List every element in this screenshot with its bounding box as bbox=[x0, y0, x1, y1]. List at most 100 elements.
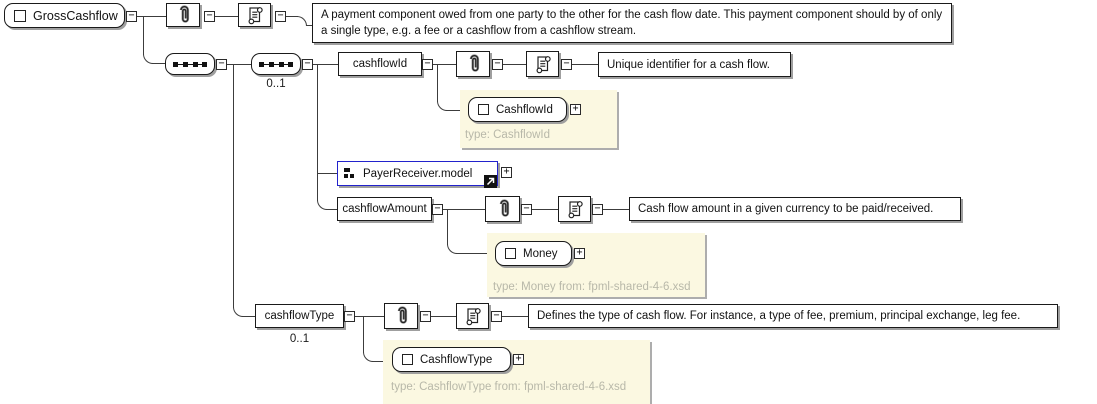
annotation-box[interactable] bbox=[526, 51, 559, 77]
element-label: cashflowId bbox=[352, 58, 408, 70]
connector-line bbox=[603, 209, 629, 210]
type-label: Money bbox=[523, 247, 558, 260]
connector-line bbox=[446, 110, 469, 111]
collapse-toggle[interactable]: − bbox=[126, 11, 137, 22]
type-box-cashflowtype[interactable]: CashflowType bbox=[392, 347, 511, 372]
cashflowid-documentation: Unique identifier for a cash flow. bbox=[598, 52, 791, 77]
cashflowamount-documentation: Cash flow amount in a given currency to … bbox=[629, 197, 961, 221]
element-cashflowid[interactable]: cashflowId bbox=[338, 52, 422, 76]
scroll-icon bbox=[568, 201, 583, 219]
paperclip-icon bbox=[499, 199, 509, 217]
type-box-cashflowid[interactable]: CashflowId bbox=[468, 97, 567, 122]
connector-line bbox=[363, 316, 364, 353]
connector-line bbox=[143, 16, 144, 55]
connector-line bbox=[242, 316, 256, 317]
occurs-label: 0..1 bbox=[266, 78, 286, 90]
blocks-icon bbox=[344, 168, 354, 178]
connector-line bbox=[326, 209, 338, 210]
expand-toggle[interactable]: + bbox=[513, 354, 524, 365]
connector-line bbox=[572, 64, 598, 65]
collapse-toggle[interactable]: − bbox=[275, 11, 286, 22]
type-note: type: CashflowType from: fpml-shared-4-6… bbox=[391, 381, 627, 393]
collapse-toggle[interactable]: − bbox=[216, 59, 227, 70]
connector-line bbox=[532, 209, 558, 210]
connector-line bbox=[286, 16, 298, 17]
connector-line bbox=[431, 316, 456, 317]
collapse-toggle[interactable]: − bbox=[204, 11, 215, 22]
collapse-toggle[interactable]: − bbox=[420, 311, 431, 322]
connector-line bbox=[306, 25, 313, 26]
expand-toggle[interactable]: + bbox=[574, 248, 585, 259]
sequence-dots-icon bbox=[173, 61, 207, 67]
goto-definition-icon[interactable] bbox=[484, 175, 497, 188]
element-icon bbox=[478, 104, 489, 115]
element-icon bbox=[505, 248, 516, 259]
annotation-box[interactable] bbox=[558, 196, 591, 222]
type-label: CashflowId bbox=[496, 103, 553, 116]
documentation-text: A payment component owed from one party … bbox=[321, 9, 943, 37]
collapse-toggle[interactable]: − bbox=[344, 311, 355, 322]
element-label: cashflowType bbox=[264, 310, 335, 322]
collapse-toggle[interactable]: − bbox=[432, 204, 443, 215]
element-icon bbox=[14, 9, 26, 22]
type-note: type: Money from: fpml-shared-4-6.xsd bbox=[493, 281, 691, 293]
documentation-text: Cash flow amount in a given currency to … bbox=[638, 203, 934, 215]
attributes-box[interactable] bbox=[166, 3, 200, 27]
collapse-toggle[interactable]: − bbox=[302, 59, 313, 70]
attributes-box[interactable] bbox=[485, 196, 520, 222]
expand-toggle[interactable]: + bbox=[501, 167, 512, 178]
root-element-label: GrossCashflow bbox=[33, 8, 118, 23]
collapse-toggle[interactable]: − bbox=[521, 204, 532, 215]
connector-line bbox=[443, 209, 485, 210]
connector-line bbox=[313, 64, 339, 65]
root-documentation: A payment component owed from one party … bbox=[312, 3, 952, 43]
occurs-label: 0..1 bbox=[289, 333, 310, 345]
annotation-box[interactable] bbox=[238, 3, 271, 27]
annotation-box[interactable] bbox=[456, 303, 489, 329]
attributes-box[interactable] bbox=[384, 303, 418, 329]
model-group-label: PayerReceiver.model bbox=[363, 167, 473, 180]
paperclip-icon bbox=[397, 306, 408, 324]
expand-toggle[interactable]: + bbox=[570, 104, 581, 115]
paperclip-icon bbox=[469, 54, 480, 72]
connector-line bbox=[447, 209, 448, 245]
scroll-icon bbox=[248, 7, 263, 25]
connector-line bbox=[227, 64, 252, 65]
documentation-text: Unique identifier for a cash flow. bbox=[607, 58, 771, 71]
connector-line bbox=[137, 16, 166, 17]
connector-line bbox=[502, 316, 528, 317]
attributes-box[interactable] bbox=[456, 51, 490, 77]
connector-line bbox=[372, 361, 393, 362]
element-cashflowtype[interactable]: cashflowType bbox=[255, 304, 344, 328]
connector-line bbox=[317, 173, 338, 174]
connector-line bbox=[233, 64, 234, 308]
root-element-box[interactable]: GrossCashflow bbox=[4, 3, 125, 28]
connector-line bbox=[433, 64, 456, 65]
element-icon bbox=[402, 354, 413, 365]
documentation-text: Defines the type of cash flow. For insta… bbox=[537, 310, 1021, 322]
collapse-toggle[interactable]: − bbox=[592, 204, 603, 215]
collapse-toggle[interactable]: − bbox=[422, 59, 433, 70]
scroll-icon bbox=[536, 56, 551, 74]
connector-line bbox=[152, 63, 166, 64]
collapse-toggle[interactable]: − bbox=[492, 59, 503, 70]
connector-line bbox=[456, 253, 496, 254]
collapse-toggle[interactable]: − bbox=[561, 59, 572, 70]
model-group-payerreceiver[interactable]: PayerReceiver.model bbox=[337, 161, 498, 186]
paperclip-icon bbox=[179, 5, 190, 23]
element-label: cashflowAmount bbox=[342, 203, 427, 215]
type-box-money[interactable]: Money bbox=[495, 241, 572, 266]
scroll-icon bbox=[466, 308, 481, 326]
connector-line bbox=[317, 64, 318, 201]
collapse-toggle[interactable]: − bbox=[491, 311, 502, 322]
connector-line bbox=[503, 64, 526, 65]
connector-line bbox=[437, 64, 438, 102]
inner-sequence-compositor[interactable] bbox=[251, 53, 301, 75]
outer-sequence-compositor[interactable] bbox=[165, 53, 215, 75]
connector-line bbox=[355, 316, 384, 317]
cashflowtype-documentation: Defines the type of cash flow. For insta… bbox=[528, 304, 1058, 328]
element-cashflowamount[interactable]: cashflowAmount bbox=[337, 197, 432, 221]
type-label: CashflowType bbox=[420, 353, 493, 366]
type-note: type: CashflowId bbox=[465, 129, 551, 141]
